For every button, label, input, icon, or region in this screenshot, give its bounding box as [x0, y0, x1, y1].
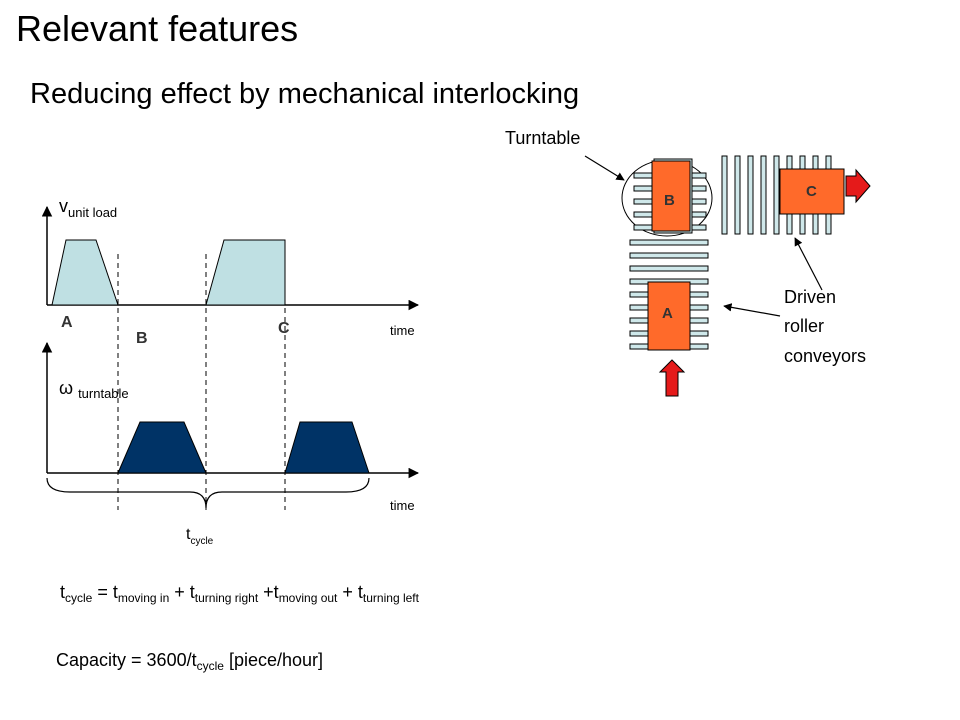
turntable-label: Turntable — [505, 128, 581, 148]
formula-lhs-sub: cycle — [65, 591, 93, 605]
velocity-subscript: unit load — [68, 205, 118, 220]
tcycle-brace — [46, 477, 370, 509]
driven-label-line2: roller — [784, 316, 825, 336]
formula-t4: t — [357, 582, 363, 602]
point-b-label: B — [136, 330, 148, 347]
omega-symbol: ω — [59, 378, 74, 398]
point-a-label: A — [61, 314, 73, 331]
tcycle-label: tcycle — [186, 526, 213, 547]
formula-s2: turning right — [194, 591, 259, 605]
velocity-symbol: v — [59, 196, 68, 216]
unit-load-b — [651, 160, 691, 232]
capacity-formula: Capacity = 3600/tcycle [piece/hour] — [56, 650, 323, 673]
tcycle-t: t — [186, 526, 191, 543]
red-arrow-in — [658, 359, 686, 397]
velocity-x-label: time — [390, 323, 415, 338]
red-arrow-out — [845, 168, 871, 204]
formula-equals: = — [92, 582, 113, 602]
capacity-sub: cycle — [196, 659, 224, 673]
formula-t2: t — [189, 582, 195, 602]
velocity-axis-label: vunit load — [59, 196, 117, 220]
capacity-prefix: Capacity = 3600/t — [56, 650, 197, 670]
formula-t3: t — [273, 582, 279, 602]
unit-load-a-label: A — [662, 305, 673, 322]
formula-s1: moving in — [117, 591, 170, 605]
omega-x-label: time — [390, 498, 415, 513]
tcycle-sub: cycle — [190, 536, 214, 547]
velocity-pulse-moving-out — [205, 239, 286, 306]
formula-plus-1: + — [169, 582, 190, 602]
formula-s3: moving out — [278, 591, 338, 605]
turntable-callout-arrow — [584, 155, 625, 181]
unit-load-c — [779, 168, 845, 215]
capacity-suffix: [piece/hour] — [223, 650, 323, 670]
driven-label-line3: conveyors — [784, 346, 867, 366]
page-subtitle: Reducing effect by mechanical interlocki… — [30, 78, 580, 110]
omega-axis-label: ω turntable — [59, 378, 129, 401]
point-c-label: C — [278, 320, 290, 337]
driven-callout-arrow-1 — [794, 237, 823, 291]
formula-t1: t — [112, 582, 118, 602]
unit-load-b-label: B — [664, 192, 675, 209]
tcycle-formula: tcycle = tmoving in + tturning right +tm… — [60, 582, 419, 605]
velocity-pulse-moving-in — [51, 239, 119, 306]
unit-load-c-label: C — [806, 183, 817, 200]
formula-plus-3: + — [337, 582, 358, 602]
formula-plus-2: + — [258, 582, 274, 602]
omega-pulse-turning-left — [284, 421, 370, 474]
formula-lhs-t: t — [60, 582, 66, 602]
driven-label-line1: Driven — [784, 287, 837, 307]
page-title: Relevant features — [16, 8, 299, 49]
unit-load-a — [647, 281, 691, 351]
omega-pulse-turning-right — [117, 421, 207, 474]
formula-s4: turning left — [362, 591, 419, 605]
driven-callout-arrow-2 — [723, 303, 781, 317]
omega-subscript: turntable — [78, 386, 129, 401]
